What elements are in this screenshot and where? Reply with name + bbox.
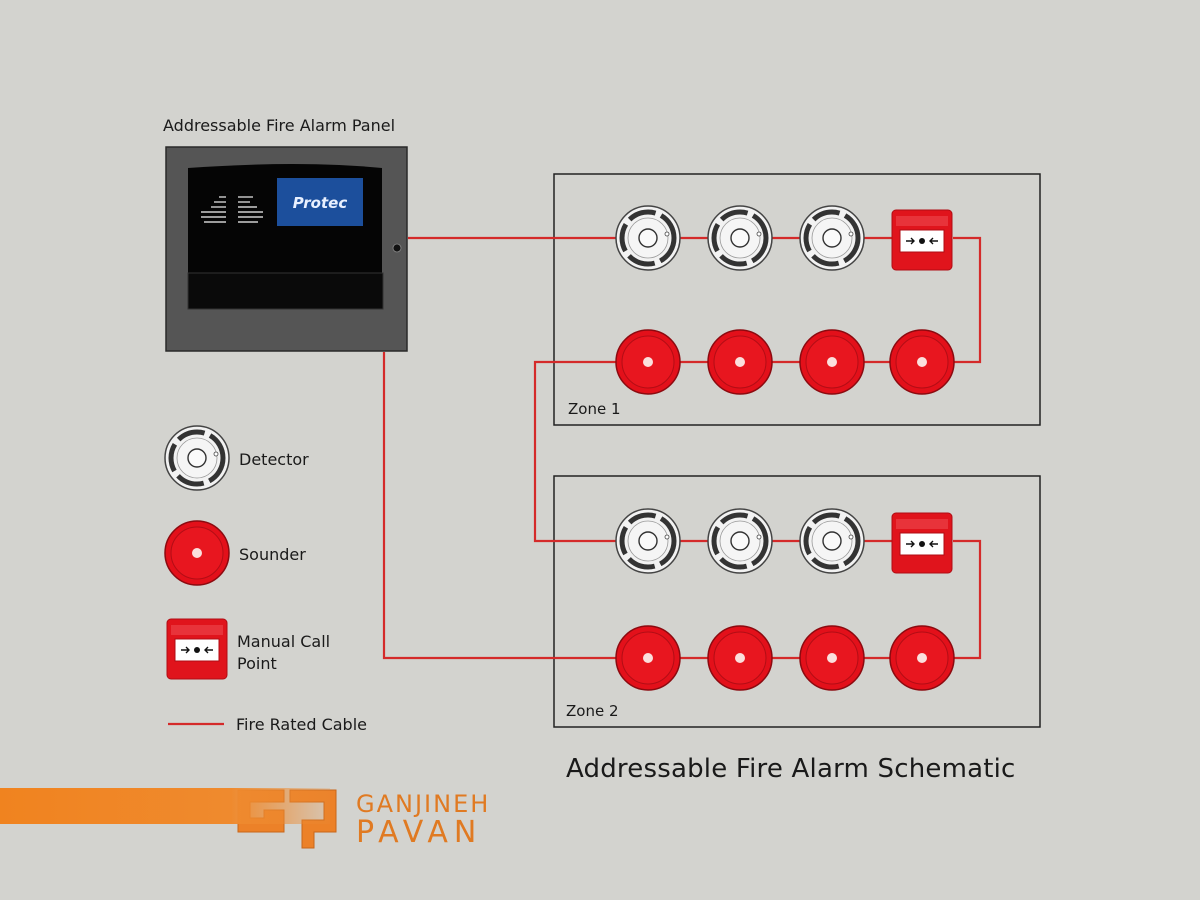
zone-2-frame: [553, 475, 1041, 728]
schematic-title: Addressable Fire Alarm Schematic: [566, 754, 1016, 784]
cable-zone2-to-panel: [382, 352, 921, 660]
zone2-detector-2[interactable]: [708, 509, 772, 573]
zone1-detector-3[interactable]: [800, 206, 864, 270]
zone1-sounder-3[interactable]: [799, 329, 865, 395]
zone-2-label: Zone 2: [566, 702, 619, 720]
panel-title: Addressable Fire Alarm Panel: [163, 116, 396, 135]
legend-mcp-label-line1: Manual Call: [237, 632, 331, 651]
zone-1-frame: [553, 173, 1041, 426]
zone1-manual-call-point[interactable]: [891, 209, 953, 271]
zone1-sounder-4[interactable]: [889, 329, 955, 395]
legend-mcp-label-line2: Point: [237, 654, 277, 673]
watermark-bar: [0, 788, 330, 824]
zone1-detector-1[interactable]: [616, 206, 680, 270]
zone2-detector-3[interactable]: [800, 509, 864, 573]
panel-brand-logo: Protec: [292, 194, 348, 212]
cable-zone1-return: [953, 236, 982, 364]
legend-cable-label: Fire Rated Cable: [236, 715, 367, 734]
fire-alarm-panel[interactable]: [165, 146, 408, 352]
legend-detector-icon: [165, 426, 229, 490]
zone2-sounder-4[interactable]: [889, 625, 955, 691]
zone1-sounder-1[interactable]: [615, 329, 681, 395]
zone2-sounder-2[interactable]: [707, 625, 773, 691]
watermark-line2: PAVAN: [356, 815, 483, 850]
cable-zone2-return: [953, 539, 982, 660]
legend-sounder-label: Sounder: [239, 545, 306, 564]
zone-1-label: Zone 1: [568, 400, 621, 418]
legend-mcp-icon: [166, 618, 228, 680]
zone2-sounder-1[interactable]: [615, 625, 681, 691]
panel-indicator-lines: [201, 196, 263, 223]
zone2-sounder-3[interactable]: [799, 625, 865, 691]
zone1-sounder-2[interactable]: [707, 329, 773, 395]
legend-sounder-icon: [164, 520, 230, 586]
legend-detector-label: Detector: [239, 450, 309, 469]
panel-key-lock[interactable]: [392, 243, 402, 253]
zone1-detector-2[interactable]: [708, 206, 772, 270]
zone2-detector-1[interactable]: [616, 509, 680, 573]
zone2-manual-call-point[interactable]: [891, 512, 953, 574]
watermark-line1: GANJINEH: [356, 790, 491, 818]
panel-display: [277, 178, 363, 226]
